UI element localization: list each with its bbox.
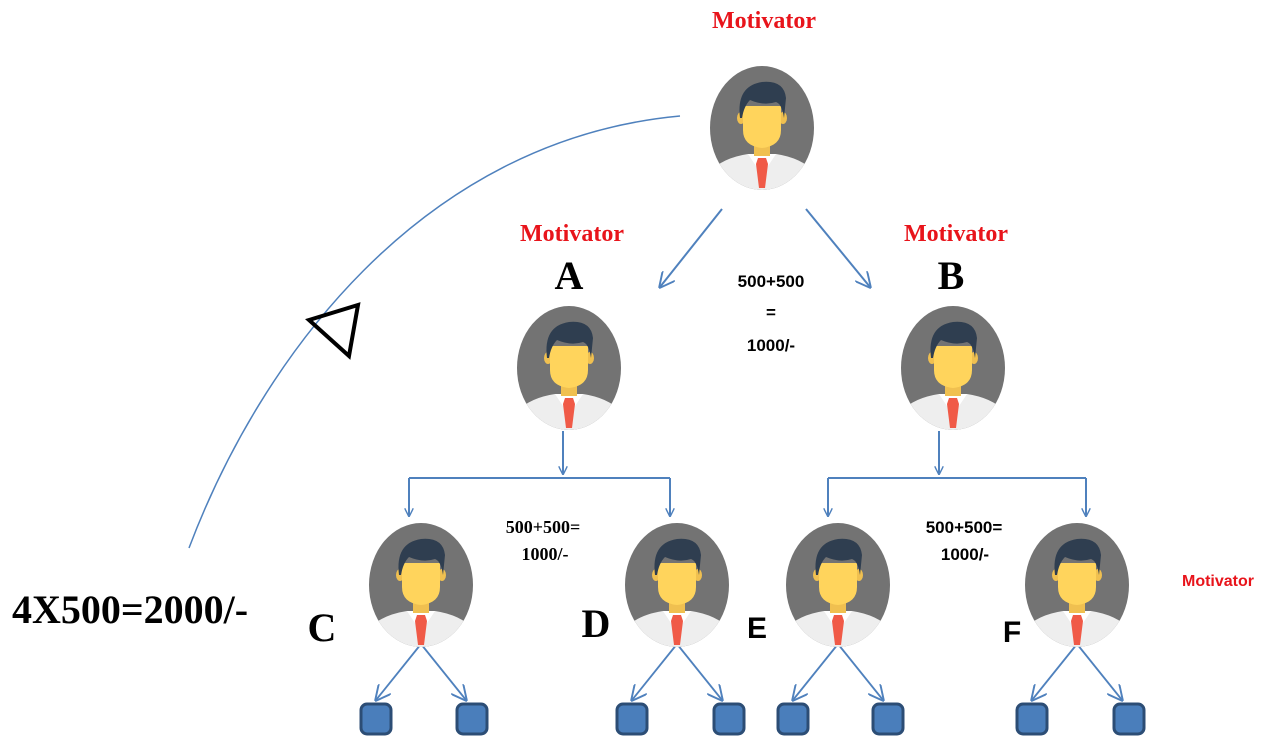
top-calc-line2: = [766,303,776,322]
total-calculation: 4X500=2000/- [12,587,248,632]
square-member-icon [1112,702,1146,736]
square-member-icon [712,702,746,736]
arrow-to-b [805,208,870,287]
square-member-icon [871,702,905,736]
top-calc-line3: 1000/- [747,336,795,355]
node-label-b: B [938,253,965,298]
person-avatar-icon [786,523,890,647]
b-motivator-label: Motivator [904,221,1008,247]
b-bracket [828,431,1086,516]
square-member-icon [455,702,489,736]
return-curve [188,115,681,549]
square-member-icon [776,702,810,736]
person-avatar-icon [710,66,814,190]
right-motivator-label: Motivator [1182,573,1254,590]
node-label-f: F [1003,616,1021,649]
person-avatar-icon [517,306,621,430]
node-label-e: E [747,612,767,645]
left-calc-line2: 1000/- [522,544,569,564]
top-calc-line1: 500+500 [738,272,805,291]
triangle-arrow-icon [305,302,361,360]
a-bracket [409,431,670,516]
person-avatar-icon [901,306,1005,430]
right-calc-line1: 500+500= [926,518,1003,537]
right-calc-line2: 1000/- [941,545,989,564]
node-label-c: C [308,605,337,650]
square-member-icon [615,702,649,736]
arrow-to-a [660,208,723,287]
bottom-branch-arrows [376,643,1122,700]
node-label-a: A [555,253,584,298]
square-member-icon [359,702,393,736]
square-member-icon [1015,702,1049,736]
person-avatar-icon [369,523,473,647]
top-motivator-label: Motivator [712,8,816,34]
person-avatar-icon [1025,523,1129,647]
person-avatar-icon [625,523,729,647]
a-motivator-label: Motivator [520,221,624,247]
node-label-d: D [582,601,611,646]
left-calc-line1: 500+500= [506,517,581,537]
